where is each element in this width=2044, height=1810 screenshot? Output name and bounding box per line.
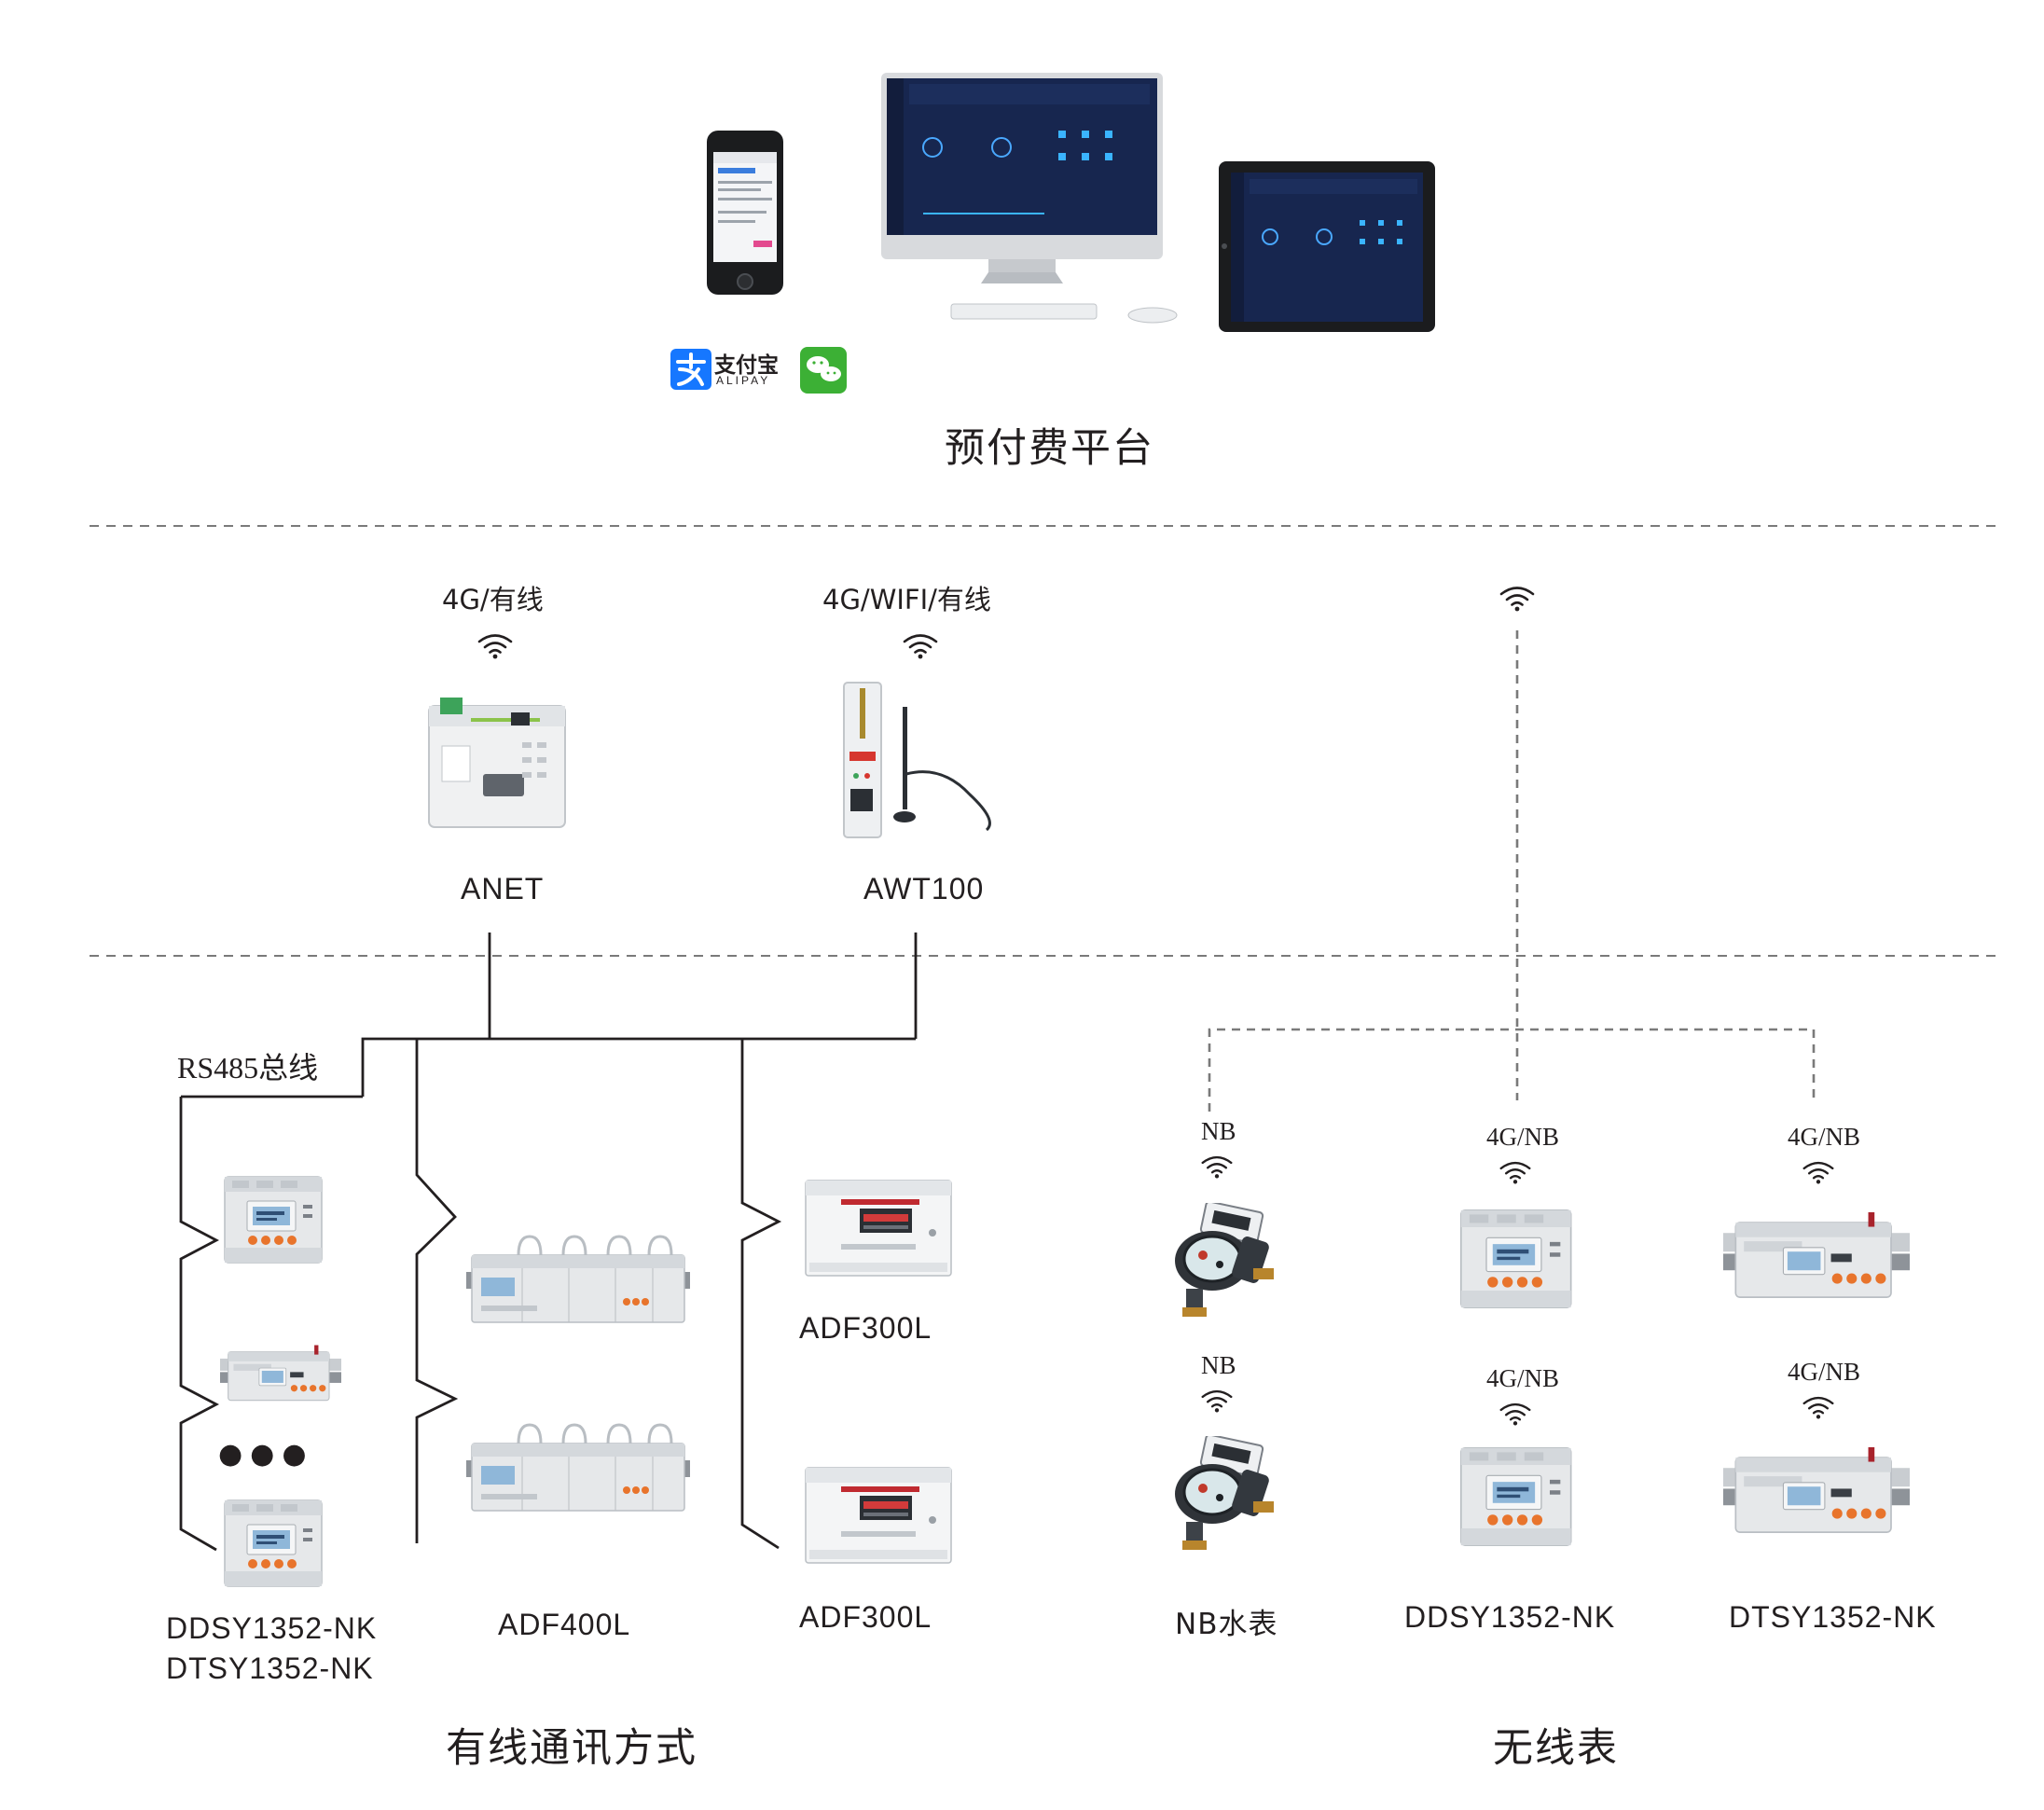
anet-name-label: ANET	[461, 872, 545, 905]
ddsy1352-wireless-meter-2	[1459, 1446, 1572, 1547]
ddsy-wifi-icon-1	[1499, 1161, 1531, 1184]
alipay-label: 支付宝	[714, 353, 779, 378]
dtsy-wifi-icon-1	[1802, 1161, 1834, 1184]
more-devices-ellipsis: ●●●	[218, 1438, 314, 1471]
ddsy1352-meter-2	[224, 1499, 323, 1587]
wireless-dashed-links	[1208, 630, 1816, 1112]
adf300l-top-name-label: ADF300L	[799, 1311, 932, 1345]
nb-water-meter-2	[1173, 1436, 1276, 1552]
wired-section-title: 有线通讯方式	[446, 1725, 697, 1772]
anet-gateway-device	[428, 698, 566, 828]
nb-water-meter-1	[1173, 1203, 1276, 1319]
dtsy-wifi-icon-2	[1802, 1396, 1834, 1419]
dtsy1352-wireless-meter-2	[1723, 1447, 1910, 1533]
ddsy-wifi-icon-2	[1499, 1402, 1531, 1426]
nb-protocol-top: NB	[1201, 1117, 1236, 1145]
anet-protocol-label: 4G/有线	[442, 584, 544, 615]
adf400l-name-label: ADF400L	[498, 1608, 631, 1641]
adf300l-device-2	[805, 1467, 952, 1564]
ddsy-wireless-name: DDSY1352-NK	[1404, 1600, 1616, 1634]
adf300l-device-1	[805, 1180, 952, 1277]
awt100-wifi-icon	[903, 634, 938, 659]
dtsy1352-meter-1	[220, 1344, 341, 1402]
alipay-logo	[670, 349, 711, 390]
nb-protocol-bottom: NB	[1201, 1351, 1236, 1379]
dtsy-wireless-name: DTSY1352-NK	[1729, 1600, 1937, 1634]
desktop-monitor-icon	[881, 73, 1178, 324]
anet-wifi-icon	[477, 634, 513, 659]
group1-name-line2: DTSY1352-NK	[166, 1651, 374, 1685]
nb-wifi-icon-1	[1201, 1155, 1233, 1179]
ddsy1352-meter-1	[224, 1176, 323, 1264]
awt100-gateway-device	[843, 682, 991, 838]
rs485-bus-label: RS485总线	[177, 1051, 319, 1085]
platform-title: 预付费平台	[945, 425, 1154, 472]
dtsy-protocol-bottom: 4G/NB	[1788, 1358, 1861, 1386]
ddsy-protocol-bottom: 4G/NB	[1486, 1364, 1560, 1392]
wechat-logo	[800, 347, 847, 394]
ddsy-protocol-top: 4G/NB	[1486, 1123, 1560, 1151]
ddsy1352-wireless-meter-1	[1459, 1209, 1572, 1309]
alipay-sublabel: ALIPAY	[716, 374, 771, 387]
nb-wifi-icon-2	[1201, 1389, 1233, 1413]
group1-name-line1: DDSY1352-NK	[166, 1611, 378, 1645]
smartphone-icon	[707, 131, 783, 295]
wireless-section-title: 无线表	[1493, 1725, 1619, 1772]
tablet-icon	[1219, 161, 1435, 332]
adf300l-bottom-name-label: ADF300L	[799, 1600, 932, 1634]
dtsy1352-wireless-meter-1	[1723, 1212, 1910, 1298]
awt100-name-label: AWT100	[863, 872, 985, 905]
dtsy-protocol-top: 4G/NB	[1788, 1123, 1861, 1151]
adf400l-device-1	[466, 1235, 690, 1324]
wireless-uplink-wifi-icon	[1499, 587, 1535, 612]
nb-water-meter-name: NB水表	[1175, 1608, 1278, 1641]
adf400l-device-2	[466, 1423, 690, 1513]
wired-bus-lines	[179, 933, 918, 1552]
awt100-protocol-label: 4G/WIFI/有线	[822, 584, 991, 615]
